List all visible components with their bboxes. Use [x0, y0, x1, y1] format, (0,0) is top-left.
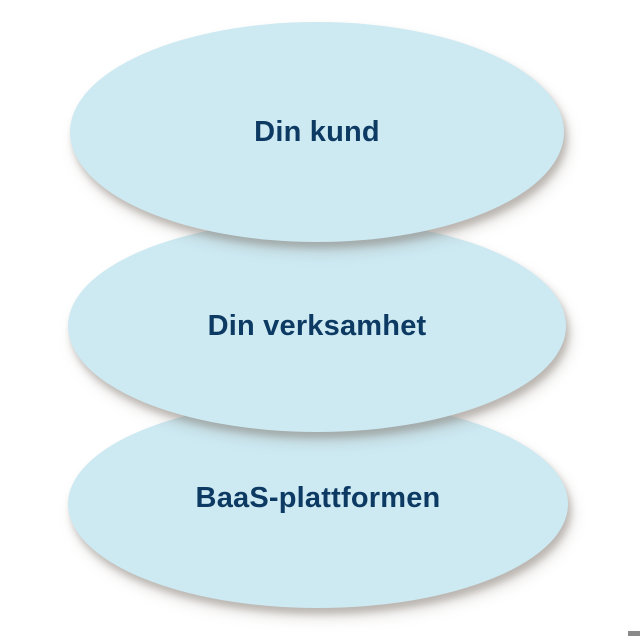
layer-ellipse-din-verksamhet: Din verksamhet — [68, 220, 566, 432]
layer-ellipse-baas-plattformen: BaaS-plattformen — [68, 400, 568, 608]
layer-label-din-verksamhet: Din verksamhet — [207, 309, 427, 342]
layer-ellipse-din-kund: Din kund — [70, 22, 564, 242]
layer-label-baas-plattformen: BaaS-plattformen — [195, 481, 441, 514]
layer-label-din-kund: Din kund — [254, 115, 380, 148]
cropped-edge-mark — [628, 631, 640, 636]
